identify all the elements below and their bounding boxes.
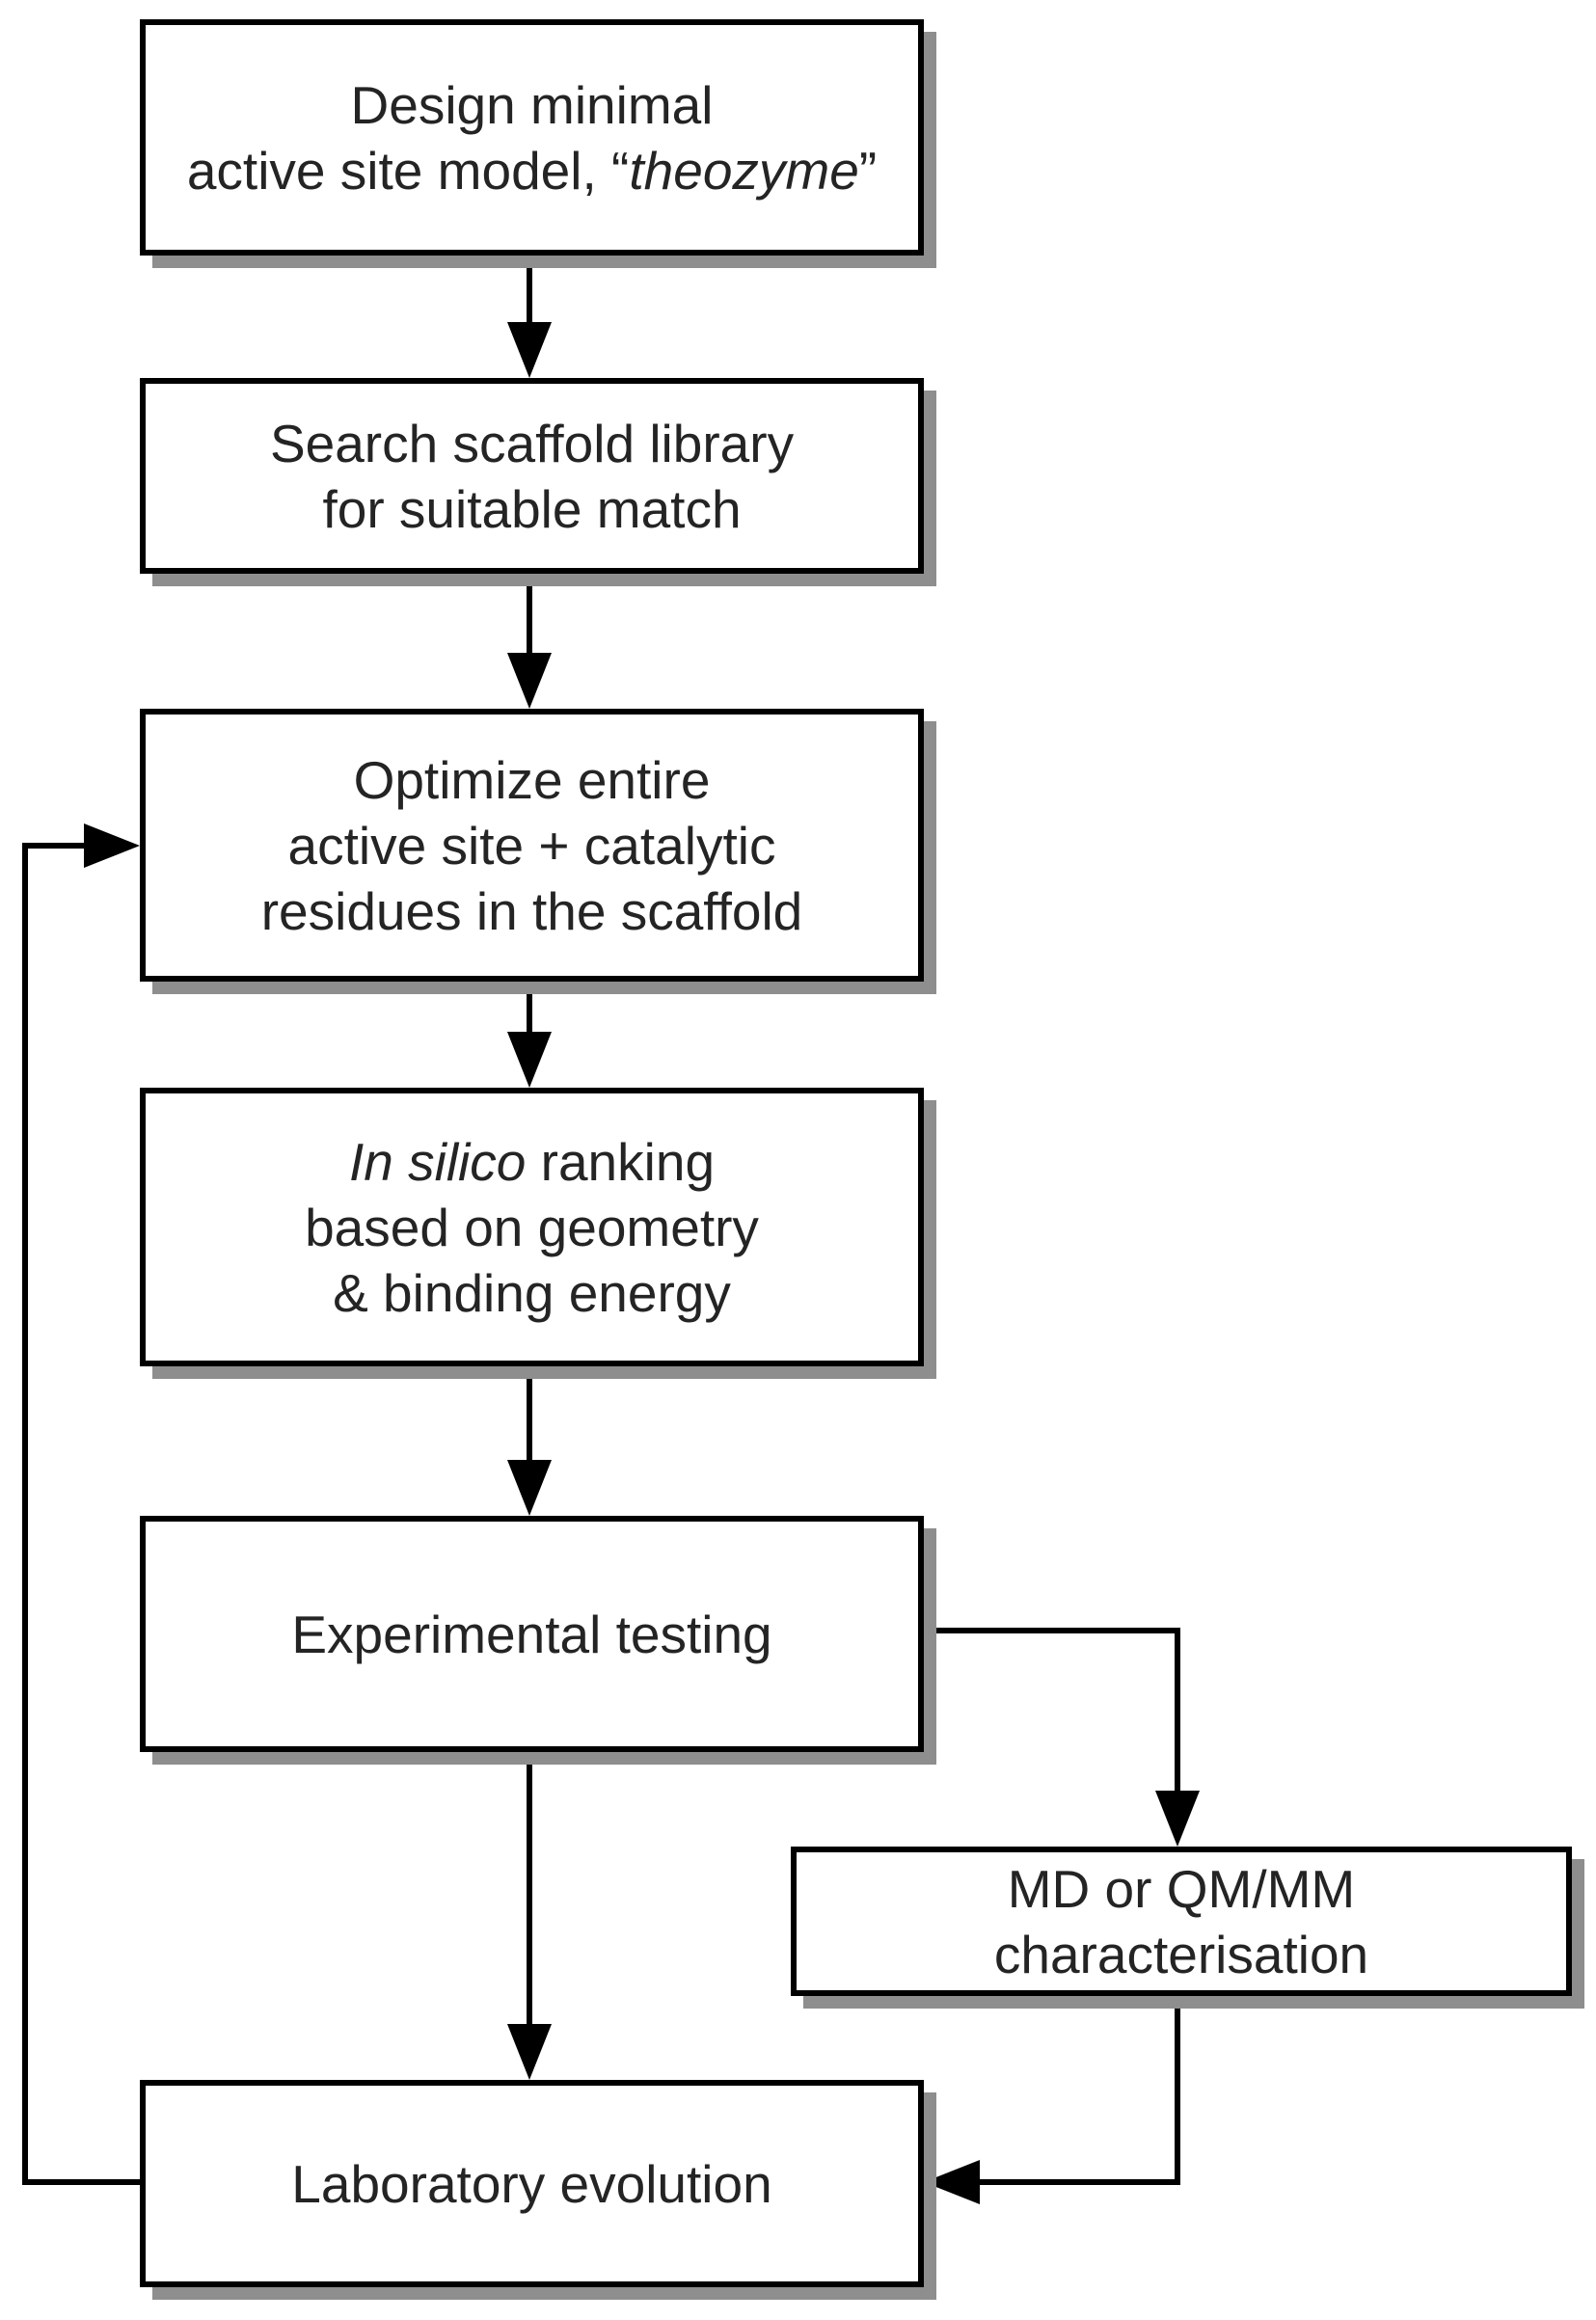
connector-search-to-optimize: [527, 572, 532, 657]
connector-design-to-search: [527, 254, 532, 326]
label-line: Optimize entire: [353, 749, 711, 810]
label-line: characterisation: [993, 1924, 1369, 1984]
step-label: Search scaffold library for suitable mat…: [146, 411, 918, 542]
feedback-loop-vertical: [22, 843, 28, 2185]
flowchart-step-laboratory-evolution: Laboratory evolution: [140, 2080, 924, 2287]
connector-md-to-laboratory-vertical: [1175, 1994, 1180, 2185]
step-label: Optimize entire active site + catalytic …: [146, 747, 918, 944]
connector-md-to-laboratory-horizontal: [978, 2179, 1180, 2185]
arrow-down-icon: [507, 322, 552, 378]
arrow-down-icon: [507, 1032, 552, 1088]
label-line: for suitable match: [322, 478, 742, 539]
flowchart-step-in-silico-ranking: In silico ranking based on geometry & bi…: [140, 1088, 924, 1366]
arrow-right-icon: [84, 823, 140, 868]
label-line: residues in the scaffold: [260, 880, 803, 941]
step-label: Experimental testing: [146, 1602, 918, 1667]
label-line: Laboratory evolution: [291, 2153, 772, 2214]
flowchart-step-md-qmmm-characterisation: MD or QM/MM characterisation: [791, 1847, 1572, 1996]
connector-experimental-to-md-horizontal: [916, 1628, 1180, 1633]
arrow-down-icon: [507, 653, 552, 709]
feedback-loop-bottom-horizontal: [22, 2179, 146, 2185]
connector-optimize-to-ranking: [527, 980, 532, 1036]
arrow-left-icon: [924, 2160, 980, 2204]
flowchart-step-design-theozyme: Design minimal active site model, “theoz…: [140, 19, 924, 256]
label-line: active site model, “theozyme”: [186, 140, 878, 201]
flowchart-step-experimental-testing: Experimental testing: [140, 1516, 924, 1752]
connector-experimental-to-laboratory: [527, 1750, 532, 2028]
label-line: & binding energy: [333, 1262, 731, 1323]
arrow-down-icon: [507, 1460, 552, 1516]
label-line: In silico ranking: [348, 1131, 716, 1192]
step-label: MD or QM/MM characterisation: [797, 1856, 1566, 1987]
connector-experimental-to-md-vertical: [1175, 1628, 1180, 1795]
arrow-down-icon: [507, 2024, 552, 2080]
label-line: Search scaffold library: [269, 413, 795, 473]
label-line: MD or QM/MM: [1007, 1858, 1356, 1919]
label-line: Design minimal: [350, 74, 714, 135]
flowchart-step-search-scaffold: Search scaffold library for suitable mat…: [140, 378, 924, 574]
label-line: based on geometry: [305, 1197, 759, 1257]
step-label: In silico ranking based on geometry & bi…: [146, 1129, 918, 1326]
connector-ranking-to-experimental: [527, 1364, 532, 1464]
arrow-down-icon: [1155, 1791, 1200, 1847]
label-line: Experimental testing: [291, 1604, 772, 1664]
label-line: active site + catalytic: [287, 815, 776, 876]
step-label: Laboratory evolution: [146, 2151, 918, 2217]
feedback-loop-top-horizontal: [22, 843, 90, 849]
flowchart-step-optimize-active-site: Optimize entire active site + catalytic …: [140, 709, 924, 982]
step-label: Design minimal active site model, “theoz…: [146, 72, 918, 203]
